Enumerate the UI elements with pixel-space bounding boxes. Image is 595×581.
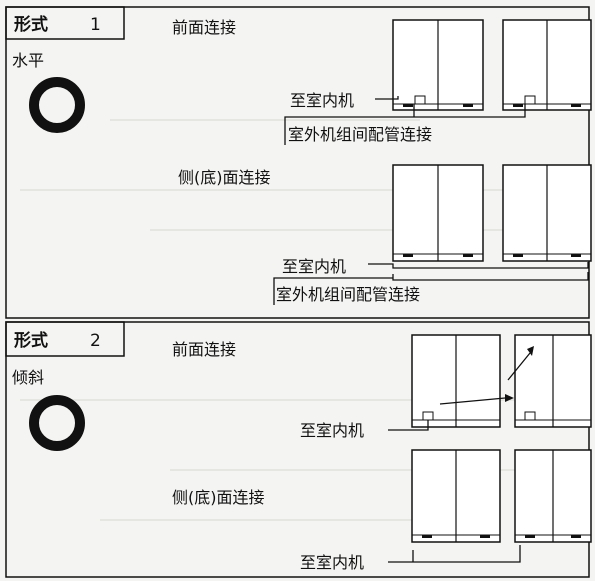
to-indoor-label-side: 至室内机 [282, 257, 346, 276]
inter-unit-pipe-label-side: 室外机组间配管连接 [276, 285, 420, 304]
outdoor-unit-left [392, 19, 484, 111]
to-indoor-label-side: 至室内机 [300, 553, 364, 572]
outdoor-unit-right-side [514, 449, 592, 543]
outdoor-unit-right-side [502, 164, 592, 262]
form-label: 形式 [14, 330, 48, 351]
outdoor-unit-left-side [392, 164, 484, 262]
outdoor-unit-left [411, 334, 501, 428]
pipe-between-units-1 [284, 104, 526, 145]
panel-form-1: 形式 1 水平 前面连接 至室内机 室外机组间配管连接 侧(底)面连接 [5, 6, 592, 319]
form-number: 2 [90, 331, 101, 351]
pipe-to-indoor-2 [368, 262, 589, 269]
pipe-to-indoor-1 [388, 352, 531, 431]
side-connection-label: 侧(底)面连接 [172, 488, 265, 507]
to-indoor-label: 至室内机 [290, 91, 354, 110]
panel-form-2: 形式 2 倾斜 前面连接 至室内机 侧(底)面连接 [5, 321, 592, 578]
ring-symbol [29, 77, 85, 133]
front-connection-label: 前面连接 [172, 340, 236, 359]
form-label: 形式 [14, 14, 48, 35]
pipe-between-units-2 [273, 272, 589, 305]
orientation-label: 倾斜 [12, 368, 44, 387]
pipe-to-indoor-1 [375, 96, 399, 100]
front-connection-label: 前面连接 [172, 18, 236, 37]
arrow-head-icon [505, 394, 514, 402]
to-indoor-label: 至室内机 [300, 421, 364, 440]
outdoor-unit-right [502, 19, 592, 111]
inter-unit-pipe-label: 室外机组间配管连接 [288, 125, 432, 144]
orientation-label: 水平 [12, 51, 44, 70]
ring-symbol [29, 395, 85, 451]
form-number: 1 [90, 15, 101, 35]
outdoor-unit-right [514, 334, 592, 428]
side-connection-label: 侧(底)面连接 [178, 168, 271, 187]
outdoor-unit-left-side [411, 449, 501, 543]
panel-frame [5, 6, 590, 319]
pipe-to-indoor-2 [388, 545, 521, 563]
form-header-box [5, 6, 125, 40]
arrow-head-icon [527, 346, 534, 356]
form-header-box [5, 321, 125, 357]
panel-frame [5, 321, 590, 578]
